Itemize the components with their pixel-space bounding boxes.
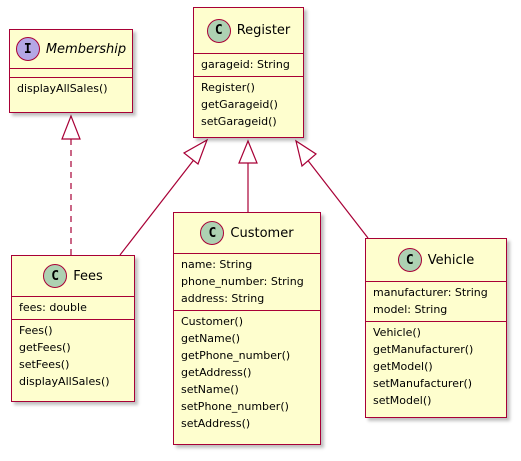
- register-method: setGarageid(): [201, 115, 277, 128]
- fees-name: Fees: [73, 268, 103, 284]
- register-method: getGarageid(): [201, 98, 278, 111]
- fees-class-box[interactable]: C Fees fees: double Fees() getFees() set…: [11, 255, 135, 402]
- membership-name: Membership: [45, 41, 127, 57]
- fees-methods-section: Fees() getFees() setFees() displayAllSal…: [12, 319, 134, 393]
- customer-attributes-section: name: String phone_number: String addres…: [174, 253, 320, 310]
- register-attributes-section: garageid: String: [194, 53, 303, 76]
- fees-method: setFees(): [19, 358, 70, 371]
- register-methods-section: Register() getGarageid() setGarageid(): [194, 76, 303, 133]
- customer-attribute: address: String: [181, 292, 265, 305]
- class-badge-icon: C: [206, 18, 231, 43]
- vehicle-name: Vehicle: [427, 252, 475, 268]
- customer-attribute: name: String: [181, 258, 253, 271]
- customer-methods-section: Customer() getName() getPhone_number() g…: [174, 310, 320, 435]
- customer-method: setAddress(): [181, 417, 251, 430]
- customer-method: getPhone_number(): [181, 349, 291, 362]
- vehicle-register-arrowhead: [295, 139, 317, 168]
- vehicle-attribute: manufacturer: String: [373, 286, 488, 299]
- register-method: Register(): [201, 81, 255, 94]
- fees-register-arrowhead: [182, 138, 209, 165]
- customer-method: getName(): [181, 332, 241, 345]
- vehicle-register-generalization-line: [305, 157, 369, 239]
- fees-attribute: fees: double: [19, 301, 87, 314]
- membership-realization-arrowhead: [61, 114, 81, 140]
- vehicle-class-box[interactable]: C Vehicle manufacturer: String model: St…: [365, 238, 507, 418]
- vehicle-methods-section: Vehicle() getManufacturer() getModel() s…: [366, 321, 506, 412]
- membership-methods-section: displayAllSales(): [10, 77, 132, 100]
- membership-interface-box[interactable]: I Membership displayAllSales(): [9, 29, 133, 113]
- register-attribute: garageid: String: [201, 58, 290, 71]
- customer-class-box[interactable]: C Customer name: String phone_number: St…: [173, 212, 321, 445]
- fees-attributes-section: fees: double: [12, 296, 134, 319]
- vehicle-attributes-section: manufacturer: String model: String: [366, 281, 506, 321]
- vehicle-attribute: model: String: [373, 303, 448, 316]
- fees-method: Fees(): [19, 324, 53, 337]
- vehicle-method: setManufacturer(): [373, 377, 473, 390]
- class-badge-icon: C: [397, 248, 422, 272]
- customer-attribute: phone_number: String: [181, 275, 304, 288]
- customer-method: setName(): [181, 383, 239, 396]
- class-badge-icon: C: [200, 221, 225, 245]
- fees-register-generalization-line: [119, 156, 197, 256]
- class-badge-icon: C: [43, 264, 68, 288]
- vehicle-method: getManufacturer(): [373, 343, 474, 356]
- customer-name: Customer: [230, 225, 294, 241]
- fees-method: displayAllSales(): [19, 375, 110, 388]
- vehicle-method: Vehicle(): [373, 326, 421, 339]
- membership-attributes-section: [10, 68, 132, 77]
- fees-method: getFees(): [19, 341, 71, 354]
- customer-method: getAddress(): [181, 366, 252, 379]
- membership-method: displayAllSales(): [17, 82, 108, 95]
- register-class-box[interactable]: C Register garageid: String Register() g…: [193, 7, 304, 138]
- vehicle-method: setModel(): [373, 394, 432, 407]
- customer-method: Customer(): [181, 315, 244, 328]
- interface-badge-icon: I: [15, 37, 40, 61]
- register-name: Register: [236, 23, 291, 38]
- vehicle-method: getModel(): [373, 360, 433, 373]
- customer-register-arrowhead: [238, 139, 258, 164]
- customer-method: setPhone_number(): [181, 400, 289, 413]
